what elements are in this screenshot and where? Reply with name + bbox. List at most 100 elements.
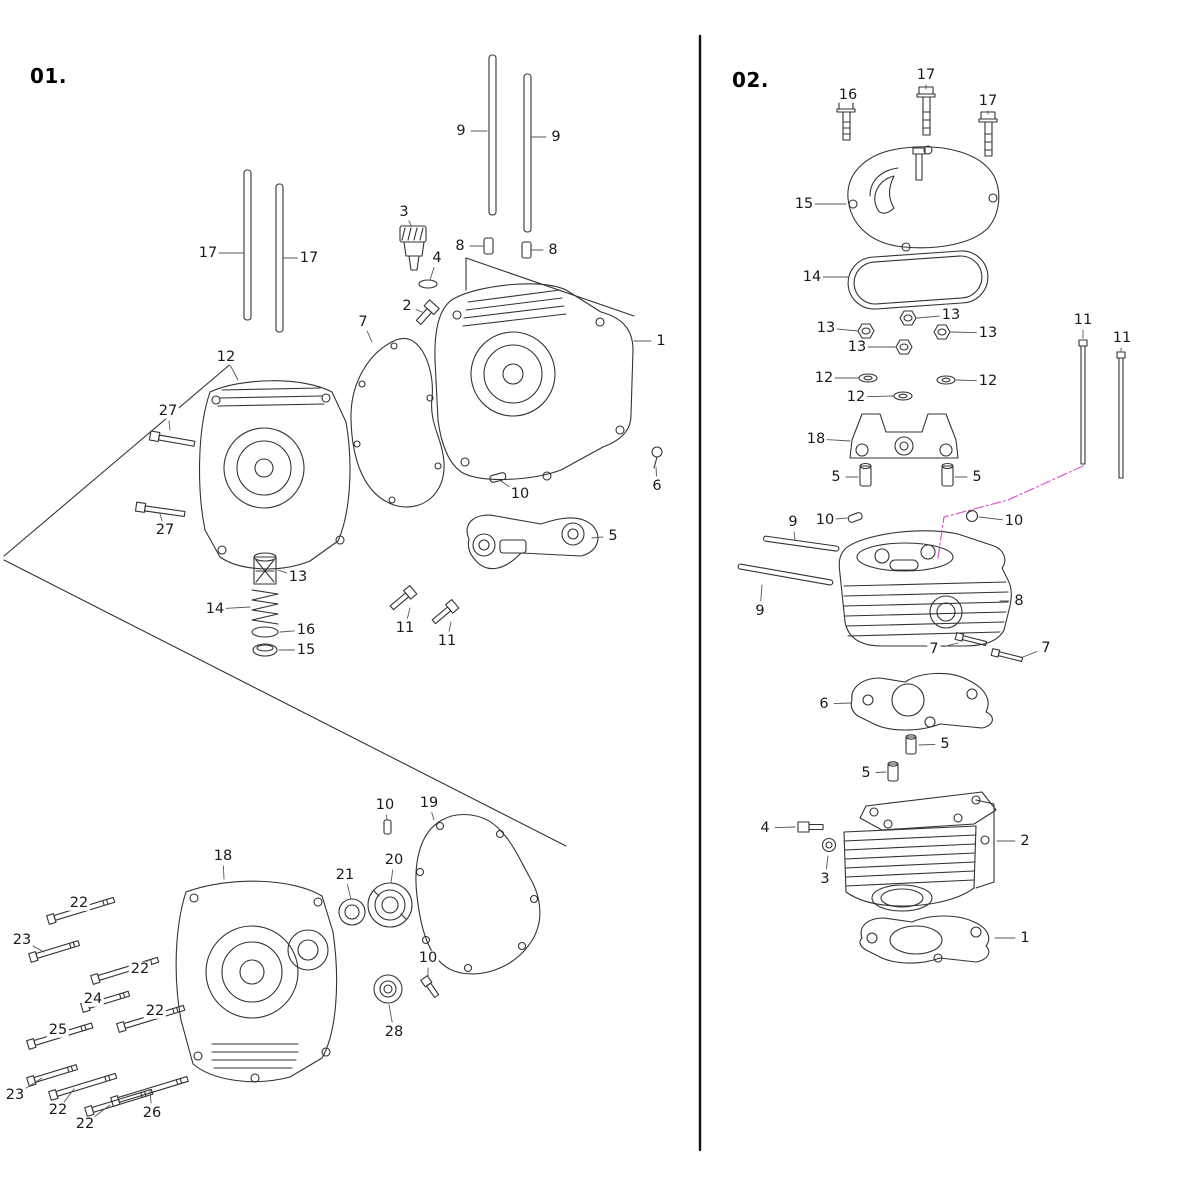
bolt-4-drawing xyxy=(797,821,824,833)
bolt-17b-drawing xyxy=(978,111,998,157)
leader-line-22 xyxy=(92,1104,111,1119)
leader-line-7 xyxy=(1022,651,1038,658)
leader-line-3 xyxy=(408,220,412,226)
leader-line-12 xyxy=(955,379,979,382)
pushrods-9-drawing xyxy=(488,54,532,233)
nuts-13-drawing xyxy=(857,310,951,355)
leader-line-9 xyxy=(760,584,763,602)
gasket-7-drawing xyxy=(350,337,445,508)
pin-10b-drawing xyxy=(383,819,392,835)
leader-line-20 xyxy=(390,869,394,884)
cover-gasket-14-drawing xyxy=(847,250,989,310)
bolt-27a-drawing xyxy=(148,430,196,447)
panel-02-drawing xyxy=(737,86,1126,964)
pin-10d-drawing xyxy=(847,512,863,523)
bolt-26-drawing xyxy=(110,1075,189,1107)
pin-10a-drawing xyxy=(489,472,507,483)
base-gasket-1-drawing xyxy=(859,915,990,964)
spring-14-drawing xyxy=(251,589,279,625)
section-line-lower xyxy=(3,559,567,847)
leader-line-10 xyxy=(500,480,513,489)
leader-line-14 xyxy=(224,606,251,609)
studs-17-drawing xyxy=(243,169,284,333)
washer-16-drawing xyxy=(251,626,279,638)
leader-line-13 xyxy=(950,331,979,334)
timing-cover-18-drawing xyxy=(175,880,338,1083)
leader-line-26 xyxy=(149,1090,152,1104)
cylinder-head-8-drawing xyxy=(838,530,1012,647)
bolt-22b-drawing xyxy=(90,956,160,985)
valve-cover-15-drawing xyxy=(847,145,1000,252)
leader-line-10 xyxy=(978,516,1005,521)
leader-line-5 xyxy=(591,536,604,539)
bolt-24-drawing xyxy=(80,990,131,1013)
leader-line-10 xyxy=(385,814,388,821)
leader-line-18 xyxy=(825,439,851,442)
head-gasket-6-drawing xyxy=(850,672,993,731)
leader-line-22 xyxy=(63,1088,75,1103)
leader-line-2 xyxy=(415,309,423,313)
panel-01-title: 01. xyxy=(30,64,67,88)
cover-gasket-19-drawing xyxy=(415,814,541,975)
leader-lines-layer xyxy=(23,84,1122,1119)
leader-line-16 xyxy=(279,630,297,633)
leader-line-28 xyxy=(388,1004,393,1023)
breather-pipe-5-drawing xyxy=(466,514,599,570)
leader-line-5 xyxy=(918,743,936,746)
leader-line-23 xyxy=(23,1077,43,1091)
leader-line-5 xyxy=(875,771,887,773)
dowel-5a-drawing xyxy=(859,462,872,487)
ball-10-drawing xyxy=(965,509,979,523)
bearing-20-drawing xyxy=(367,882,413,928)
leader-line-19 xyxy=(431,812,435,821)
leader-line-10 xyxy=(834,517,848,520)
bolt-7a-drawing xyxy=(954,632,988,646)
bolt-25-drawing xyxy=(26,1022,94,1050)
leader-line-12 xyxy=(230,365,239,381)
bolt-17a-drawing xyxy=(916,86,936,136)
leader-line-11 xyxy=(448,621,452,632)
crankcase-left-12-drawing xyxy=(198,380,351,570)
leader-line-9 xyxy=(793,531,796,541)
pushrod-9b-drawing xyxy=(737,563,834,586)
cylinder-2-drawing xyxy=(843,791,997,912)
filter-screen-13-drawing xyxy=(253,552,277,585)
pushrod-9a-drawing xyxy=(762,535,840,552)
bolt-11b-drawing xyxy=(431,598,460,625)
leader-line-13 xyxy=(916,315,942,319)
leader-line-6 xyxy=(833,702,852,705)
stud-11b-drawing xyxy=(1116,351,1126,479)
leader-line-27 xyxy=(168,420,171,431)
washer-3-drawing xyxy=(821,837,837,853)
bolt-22d-drawing xyxy=(48,1072,118,1101)
section-line-upper xyxy=(3,361,234,557)
dowel-5c-drawing xyxy=(905,734,917,755)
leader-line-6 xyxy=(655,466,657,477)
leader-line-7 xyxy=(366,330,373,343)
oil-seal-21-drawing xyxy=(338,898,366,926)
leader-line-21 xyxy=(346,884,352,900)
bolt-10c-drawing xyxy=(420,975,440,999)
dowel-5b-drawing xyxy=(941,462,954,487)
bolt-7b-drawing xyxy=(990,648,1024,662)
bushings-8-drawing xyxy=(483,237,532,259)
leader-line-13 xyxy=(835,328,859,332)
leader-line-12 xyxy=(865,395,895,398)
leader-line-7 xyxy=(943,642,959,648)
bolt-22a-drawing xyxy=(46,896,116,925)
stud-11a-drawing xyxy=(1078,339,1088,465)
bolt-11a-drawing xyxy=(389,584,418,611)
leader-line-27 xyxy=(159,513,163,521)
leader-line-18 xyxy=(222,865,225,880)
stud-reference-line xyxy=(937,465,1084,559)
leader-line-23 xyxy=(30,944,45,953)
rocker-holder-18-drawing xyxy=(849,413,959,459)
crankcase-right-1-drawing xyxy=(434,257,635,481)
screw-6-drawing xyxy=(651,446,663,469)
bolt-16-drawing xyxy=(836,101,856,141)
leader-line-4 xyxy=(774,826,796,829)
cover-stud-drawing xyxy=(912,147,926,181)
bolt-2-drawing xyxy=(415,299,440,325)
